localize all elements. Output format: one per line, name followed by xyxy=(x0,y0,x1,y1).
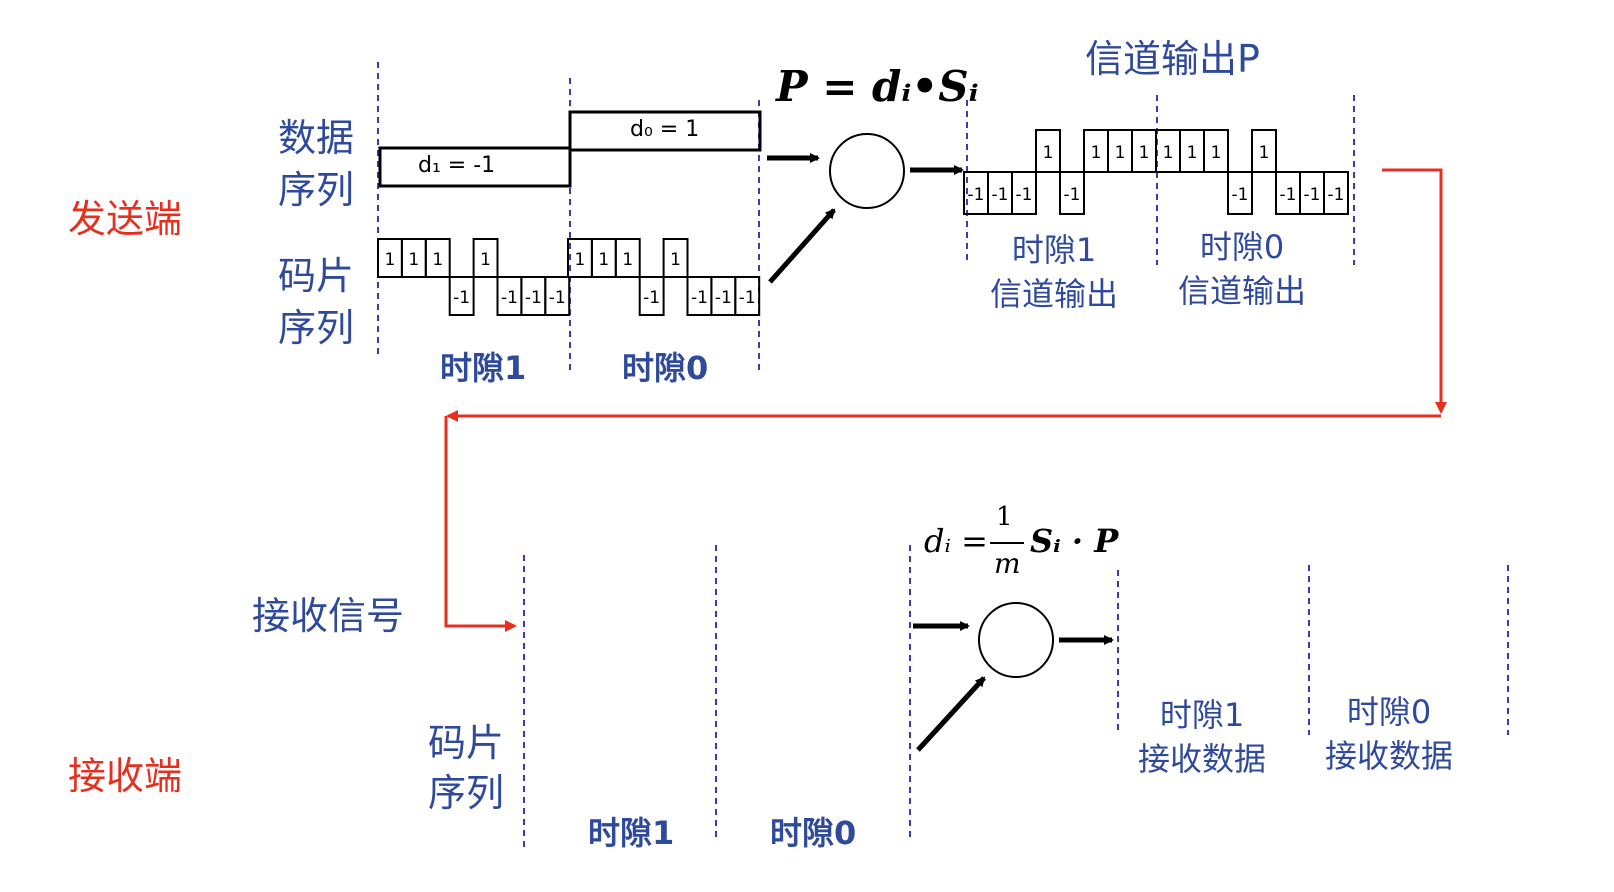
sender-slot0-chip-box xyxy=(614,238,641,278)
out-slot1-chip-value: 1 xyxy=(1139,143,1150,163)
sender-slot0-chip-box xyxy=(734,276,761,316)
bottom-slot-dividers xyxy=(523,545,1509,850)
chip-seq-label: 码片 序列 xyxy=(278,254,355,350)
recv-chip-seq-label: 码片 序列 xyxy=(428,721,505,815)
receiver-multiplier xyxy=(978,602,1054,678)
sender-chip-value: -1 xyxy=(453,288,470,308)
out-slot1-chip-value: -1 xyxy=(1016,185,1033,205)
recv-out-slot1-label: 时隙1 接收数据 xyxy=(1138,696,1267,778)
sender-slot0-chip-value: -1 xyxy=(715,288,732,308)
sender-chip-box xyxy=(424,238,451,278)
out-slot0-chip-value: -1 xyxy=(1328,185,1345,205)
recv-signal-label: 接收信号 xyxy=(252,594,405,638)
out-slot0-chip-box xyxy=(1203,129,1229,173)
recv-slot0-label: 时隙0 xyxy=(770,814,857,852)
out-slot0-chip-value: 1 xyxy=(1211,143,1222,163)
sender-slot0-chip-value: 1 xyxy=(670,250,681,270)
sender-chip-value: 1 xyxy=(480,250,491,270)
sender-arrows xyxy=(767,153,964,284)
sender-chip-value: -1 xyxy=(549,288,566,308)
sender-chip-box xyxy=(544,276,571,316)
recv-slot1-label: 时隙1 xyxy=(588,814,675,852)
out-slot0-chip-value: 1 xyxy=(1187,143,1198,163)
arrow-chip-in xyxy=(916,676,986,752)
flow-down xyxy=(1382,168,1447,414)
out-slot0-chip-box xyxy=(1227,171,1253,215)
recv-out-slot0-label: 时隙0 接收数据 xyxy=(1325,693,1454,775)
sender-slot0-chip-value: -1 xyxy=(691,288,708,308)
sender-slot1-label: 时隙1 xyxy=(440,349,527,387)
out-slot1-chip-box xyxy=(1059,171,1085,215)
out-slot0-chip-value: 1 xyxy=(1163,143,1174,163)
d1-label: d₁ = -1 xyxy=(418,153,496,178)
sender-chip-value: -1 xyxy=(501,288,518,308)
out-slot1-chip-value: 1 xyxy=(1091,143,1102,163)
out-slot0-chip-value: -1 xyxy=(1232,185,1249,205)
out-slot1-chip-value: -1 xyxy=(968,185,985,205)
sender-chip-value: 1 xyxy=(432,250,443,270)
recv-formula-rhs: Sᵢ · P xyxy=(1030,522,1119,560)
out-slot0-label: 时隙0 信道输出 xyxy=(1178,228,1307,310)
out-slot1-label: 时隙1 信道输出 xyxy=(990,231,1119,313)
arrow-chip-in xyxy=(768,208,836,284)
data-seq-label: 数据 序列 xyxy=(278,116,355,212)
recv-formula-num: 1 xyxy=(996,502,1013,532)
sender-slot0-label: 时隙0 xyxy=(622,349,709,387)
out-slot1-chip-box xyxy=(1035,129,1061,173)
receiver-arrows xyxy=(913,621,1114,752)
out-slot1-chip-value: -1 xyxy=(992,185,1009,205)
flow-arrow xyxy=(444,168,1447,632)
flow-into-receiver xyxy=(444,416,517,632)
sender-slot0-chip-box xyxy=(638,276,665,316)
sender-chip-box xyxy=(472,238,499,278)
sender-chip-box xyxy=(448,276,475,316)
d0-box xyxy=(568,110,762,152)
out-slot0-chip-value: -1 xyxy=(1280,185,1297,205)
sender-multiplier xyxy=(829,133,905,209)
sender-chip-value: 1 xyxy=(385,250,396,270)
sender-label: 发送端 xyxy=(68,197,183,241)
out-slot1-chip-value: 1 xyxy=(1043,143,1054,163)
out-slot0-chip-box xyxy=(1323,171,1349,215)
recv-formula-den: m xyxy=(994,547,1021,580)
sender-slot0-chip-box xyxy=(662,238,689,278)
sender-chip-value: -1 xyxy=(525,288,542,308)
sender-slot0-chip-value: 1 xyxy=(575,250,586,270)
data-sequence xyxy=(378,110,762,188)
out-slot0-chip-value: 1 xyxy=(1259,143,1270,163)
out-slot0-chip-value: -1 xyxy=(1304,185,1321,205)
out-slot1-chip-value: -1 xyxy=(1064,185,1081,205)
recv-formula-lhs: dᵢ = xyxy=(924,522,988,560)
out-slot0-chip-box xyxy=(1251,129,1277,173)
channel-output-title: 信道输出P xyxy=(1085,37,1260,81)
d1-box xyxy=(378,146,572,188)
sender-slot0-chip-value: 1 xyxy=(598,250,609,270)
sender-slot0-chip-value: -1 xyxy=(643,288,660,308)
out-slot1-chip-value: 1 xyxy=(1115,143,1126,163)
sender-slot0-chip-value: 1 xyxy=(622,250,633,270)
receiver-label: 接收端 xyxy=(68,754,183,798)
out-slot1-chip-box xyxy=(1011,171,1037,215)
sender-chip-value: 1 xyxy=(408,250,419,270)
sender-slot0-chip-value: -1 xyxy=(739,288,756,308)
sender-formula: P = dᵢ•Sᵢ xyxy=(776,62,979,111)
d0-label: d₀ = 1 xyxy=(630,117,700,142)
